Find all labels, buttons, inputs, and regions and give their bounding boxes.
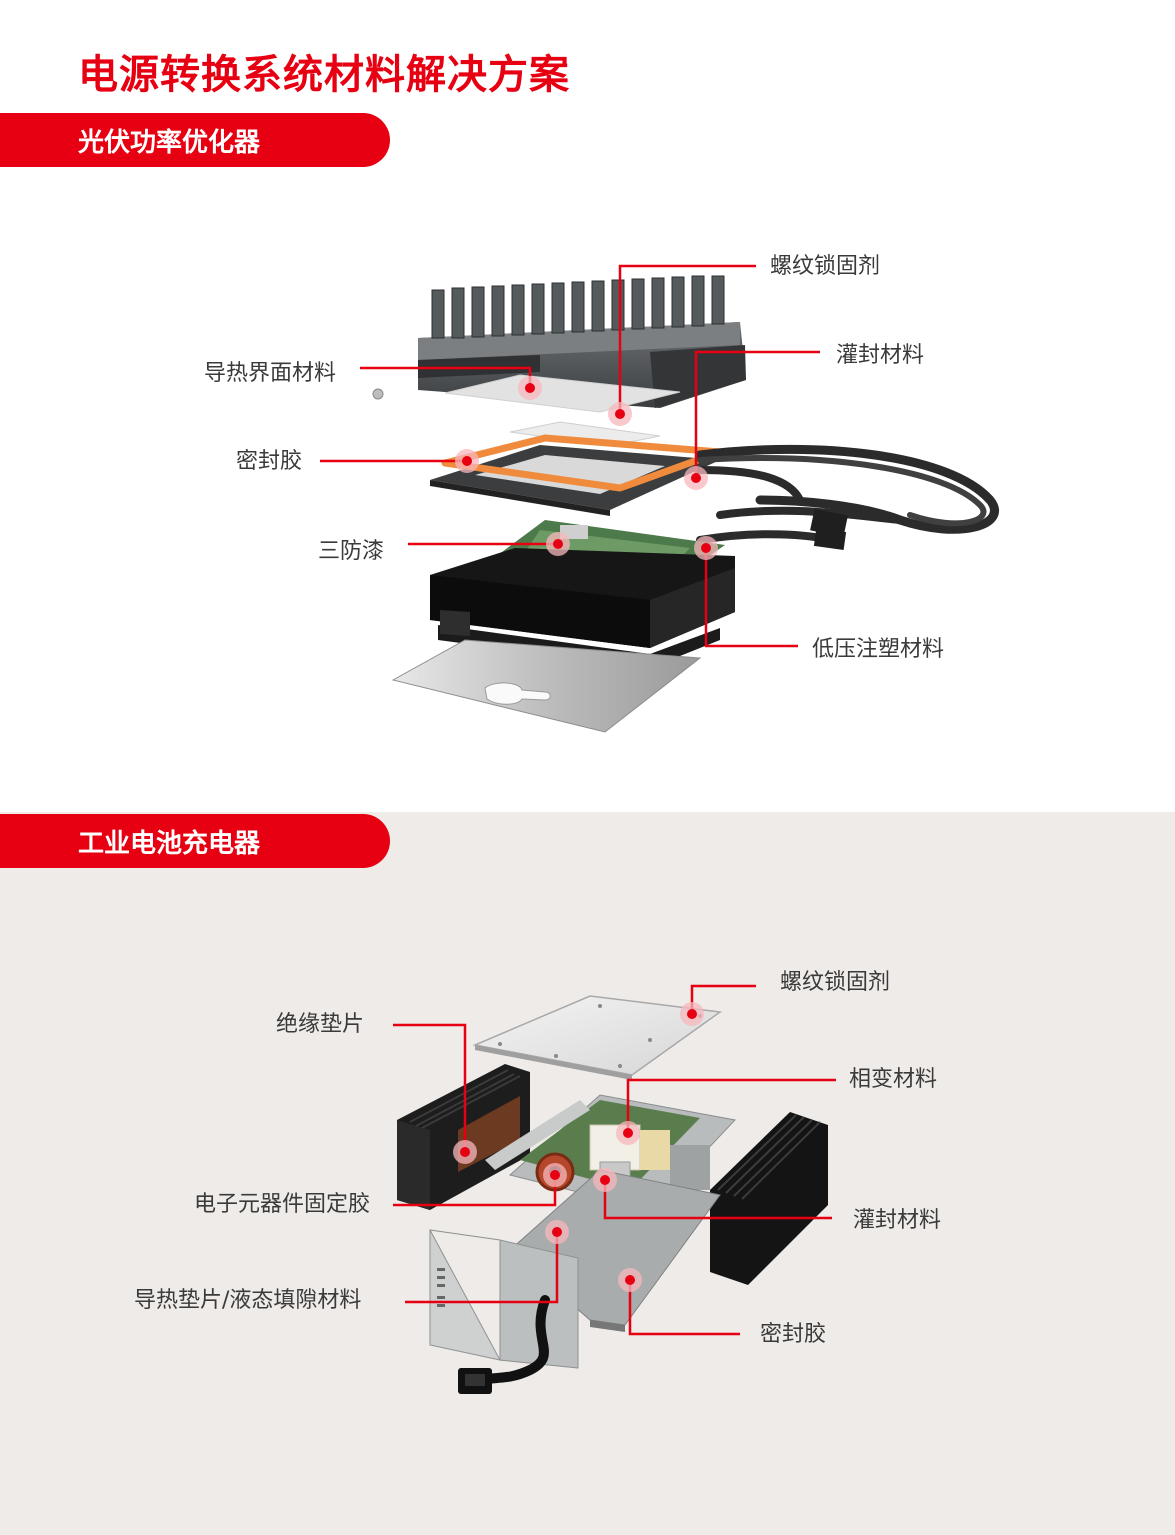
- label-s2-sealant: 密封胶: [760, 1322, 827, 1347]
- label-s1-low-pressure-molding: 低压注塑材料: [812, 637, 945, 662]
- left-heatsink: [397, 1064, 530, 1210]
- right-heatsink: [710, 1112, 828, 1285]
- seal-frame: [430, 434, 724, 516]
- section1-heading: 光伏功率优化器: [0, 113, 390, 167]
- label-s1-conformal-coating: 三防漆: [318, 539, 385, 564]
- screw: [372, 388, 384, 400]
- label-s1-potting: 灌封材料: [836, 343, 925, 368]
- page-title: 电源转换系统材料解决方案: [78, 52, 570, 98]
- label-s1-thermal-interface: 导热界面材料: [204, 361, 337, 386]
- label-s1-sealant: 密封胶: [236, 449, 303, 474]
- label-s2-component-adhesive: 电子元器件固定胶: [194, 1192, 371, 1217]
- lid-plate: [472, 995, 723, 1080]
- mounting-plate: [391, 639, 702, 733]
- label-s2-insulation-pad: 绝缘垫片: [276, 1012, 365, 1037]
- label-s1-thread-locker: 螺纹锁固剂: [770, 254, 881, 279]
- cables: [695, 444, 999, 551]
- electronics-assembly: [485, 1094, 736, 1211]
- marker-dots-section2: [453, 1002, 704, 1292]
- label-s2-potting: 灌封材料: [853, 1208, 942, 1233]
- pv-optimizer-exploded-illustration: [320, 264, 999, 733]
- heatsink: [418, 275, 746, 408]
- section2-heading: 工业电池充电器: [0, 814, 390, 868]
- marker-dots-section1: [455, 376, 718, 560]
- power-cord: [458, 1295, 550, 1394]
- label-s2-thermal-pad-gap-filler: 导热垫片/液态填隙材料: [134, 1288, 362, 1313]
- label-s2-thread-locker: 螺纹锁固剂: [780, 970, 891, 995]
- label-s2-phase-change: 相变材料: [849, 1067, 938, 1092]
